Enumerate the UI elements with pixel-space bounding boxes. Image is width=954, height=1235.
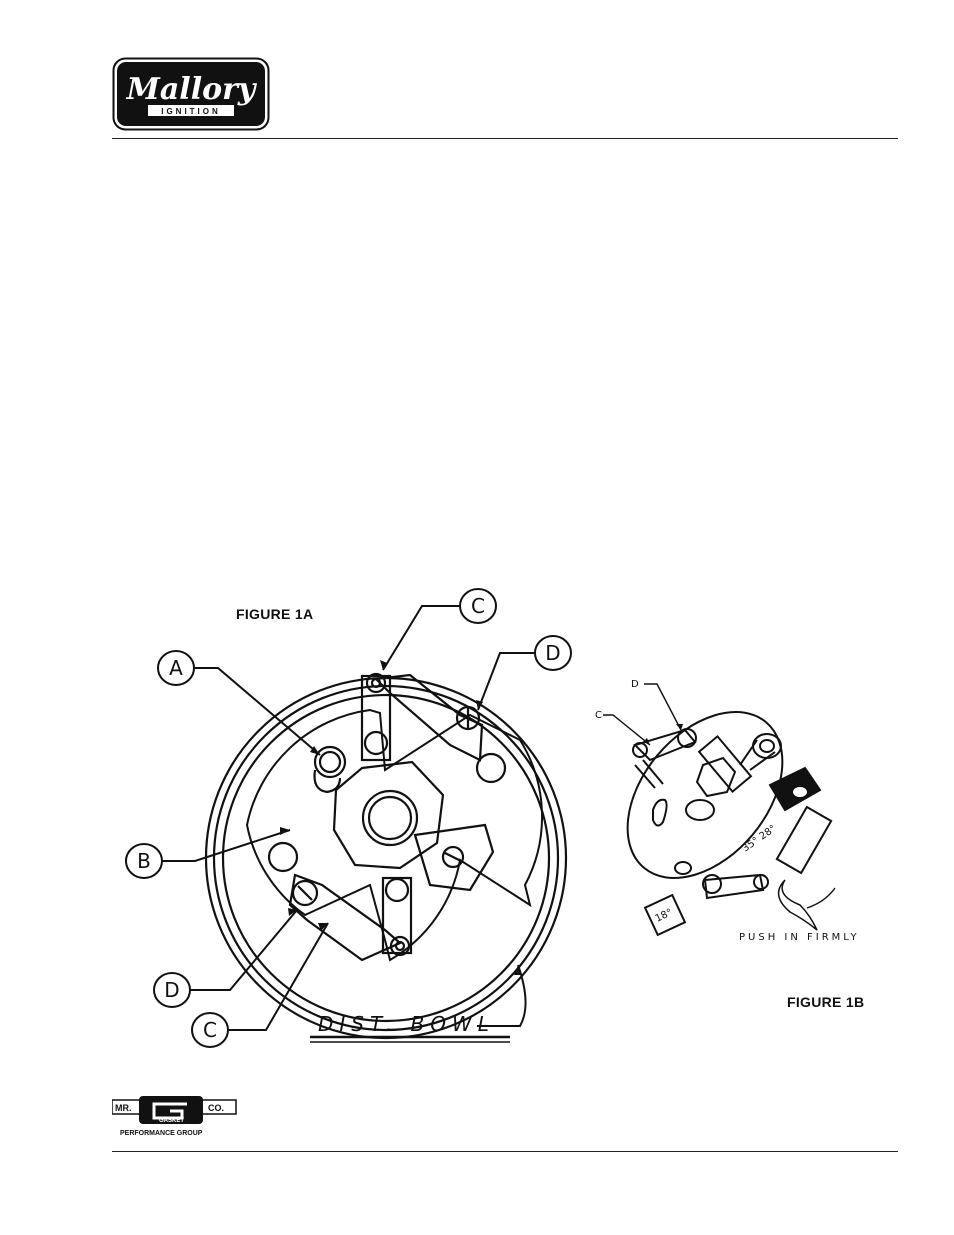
callout-d-bottom: D [164,978,179,1002]
scale-mark-lower: 18° [654,907,675,924]
callout-d-top: D [545,641,560,665]
callout-d-top-circle [534,635,572,671]
figure-1a-label: FIGURE 1A [236,606,314,622]
figure-1b-label: FIGURE 1B [787,994,865,1010]
callout-c-bottom: C [203,1018,217,1042]
callout-c-top-circle [459,588,497,624]
callout-b: B [137,849,151,873]
mallory-ignition-logo: Mallory IGNITION [112,57,270,131]
footer-rule [112,1151,898,1152]
push-in-firmly-note: PUSH IN FIRMLY [739,932,860,943]
logo-mr-text: MR. [115,1103,132,1113]
callout-c-bottom-circle [191,1012,229,1048]
logo-sub-text: IGNITION [161,107,221,116]
dist-bowl-label: DIST. BOWL [318,1012,495,1036]
figure-1b-advance-plate: D C PUSH IN FIRMLY 35° 28° 18° [595,679,860,943]
figure-1a-distributor-plate: A C D B D C DIST. BOWL [125,588,572,1048]
logo-gasket-text: GASKET [159,1118,184,1124]
callout-c-top: C [471,594,485,618]
scale-mark-upper: 35° 28° [740,823,778,854]
callout-b-circle [125,843,163,879]
callout-d-bottom-circle [153,972,191,1008]
fig1b-callout-c: C [595,710,602,721]
header-rule [112,138,898,139]
logo-tagline-text: PERFORMANCE GROUP [120,1130,203,1137]
callout-a-circle [157,650,195,686]
fig1b-callout-d: D [631,679,639,690]
logo-brand-text: Mallory [126,72,258,107]
mr-gasket-logo: MR. GASKET CO. PERFORMANCE GROUP [112,1096,237,1137]
logo-co-text: CO. [208,1103,224,1113]
callout-a: A [169,656,183,680]
